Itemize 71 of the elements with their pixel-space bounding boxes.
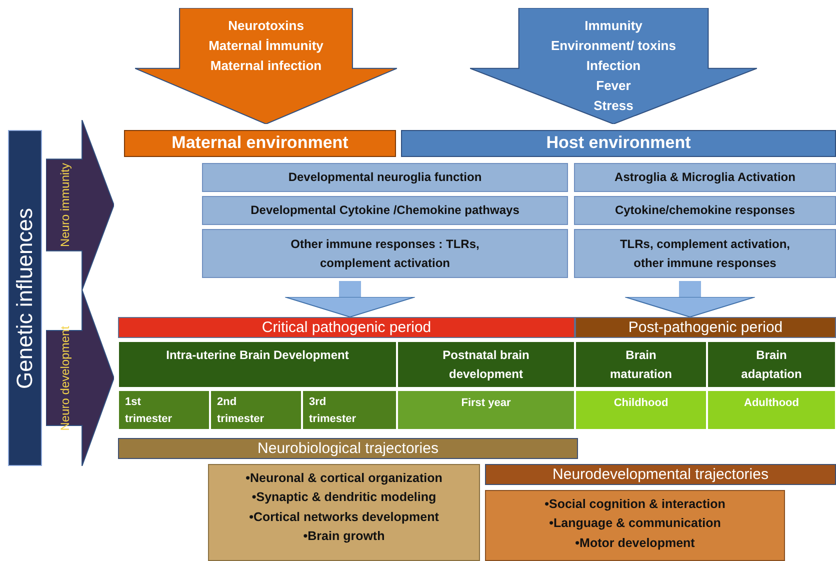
period-bar bbox=[575, 317, 836, 338]
block-arrow bbox=[624, 281, 756, 318]
node-label: Post-pathogenic period bbox=[628, 318, 783, 338]
node-label: Neuro development bbox=[58, 326, 72, 430]
period-cell bbox=[397, 390, 575, 430]
header-bar bbox=[124, 130, 396, 157]
down-arrow-shape bbox=[135, 8, 397, 124]
node-label: Brain adaptation bbox=[740, 346, 803, 382]
stage-cell bbox=[707, 341, 836, 388]
node-label: Intra-uterine Brain Development bbox=[166, 347, 349, 364]
node-label: Brain maturation bbox=[608, 346, 673, 382]
text-box bbox=[574, 163, 836, 192]
bullet-item: •Motor development bbox=[575, 534, 695, 552]
node-label: Critical pathogenic period bbox=[262, 318, 432, 338]
node-label: Postnatal brain development bbox=[442, 346, 530, 382]
bullet-item: •Cortical networks development bbox=[249, 508, 439, 526]
node-label: Astroglia & Microglia Activation bbox=[614, 169, 796, 186]
node-label: Environment/ toxins bbox=[551, 36, 676, 55]
period-cell bbox=[118, 390, 210, 430]
bullet-item: •Synaptic & dendritic modeling bbox=[252, 489, 436, 506]
node-label: 3rd trimester bbox=[309, 395, 358, 428]
header-bar bbox=[401, 130, 836, 157]
down-arrow-shape bbox=[470, 8, 757, 124]
node-label: Other immune responses : TLRs, complement activation bbox=[290, 236, 480, 272]
stage-cell bbox=[397, 341, 575, 388]
stage-cell bbox=[575, 341, 707, 388]
text-box bbox=[574, 229, 836, 278]
node-label: Cytokine/chemokine responses bbox=[614, 202, 796, 220]
period-cell bbox=[302, 390, 397, 430]
node-label: Maternal environment bbox=[172, 132, 348, 154]
node-label: Genetic influences bbox=[12, 208, 38, 388]
node-label: Immunity bbox=[584, 16, 642, 35]
side-bar bbox=[8, 130, 42, 466]
node-label: TLRs, complement activation, other immune responses bbox=[618, 236, 792, 272]
bullet-item: •Language & communication bbox=[549, 515, 721, 532]
text-box bbox=[202, 229, 568, 278]
node-label: 2nd trimester bbox=[217, 395, 266, 428]
right-arrow-shape bbox=[46, 120, 114, 290]
bullet-item: •Social cognition & interaction bbox=[544, 496, 726, 513]
node-label: Neurobiological trajectories bbox=[258, 438, 438, 459]
text-box bbox=[202, 196, 568, 225]
right-arrow-shape bbox=[46, 290, 114, 466]
node-label: First year bbox=[461, 396, 511, 411]
node-label: Fever bbox=[596, 77, 631, 96]
node-label: Neurotoxins bbox=[228, 16, 304, 35]
node-label: Adulthood bbox=[744, 396, 799, 411]
node-label: Neuro immunity bbox=[58, 162, 72, 248]
text-box bbox=[574, 196, 836, 225]
node-label: Host environment bbox=[546, 132, 691, 154]
node-label: Stress bbox=[594, 97, 634, 116]
node-label: Developmental neuroglia function bbox=[288, 169, 482, 186]
text-box bbox=[202, 163, 568, 192]
bullet-item: •Brain growth bbox=[303, 528, 385, 546]
period-cell bbox=[707, 390, 836, 430]
bullet-list-box bbox=[485, 490, 785, 561]
bullet-item: •Neuronal & cortical organization bbox=[246, 470, 442, 487]
node-label: Developmental Cytokine /Chemokine pathways bbox=[250, 202, 520, 220]
trajectory-bar bbox=[118, 438, 578, 459]
bullet-list-box bbox=[208, 464, 480, 561]
node-label: Maternal İmmunity bbox=[208, 36, 324, 55]
node-label: Infection bbox=[586, 56, 641, 75]
stage-cell bbox=[118, 341, 397, 388]
period-bar bbox=[118, 317, 575, 338]
period-cell bbox=[210, 390, 302, 430]
trajectory-bar bbox=[485, 464, 836, 485]
period-cell bbox=[575, 390, 707, 430]
block-arrow bbox=[284, 281, 416, 318]
node-label: Maternal infection bbox=[210, 57, 322, 76]
node-label: Neurodevelopmental trajectories bbox=[552, 464, 768, 485]
node-label: 1st trimester bbox=[125, 395, 174, 428]
node-label: Childhood bbox=[614, 396, 668, 411]
